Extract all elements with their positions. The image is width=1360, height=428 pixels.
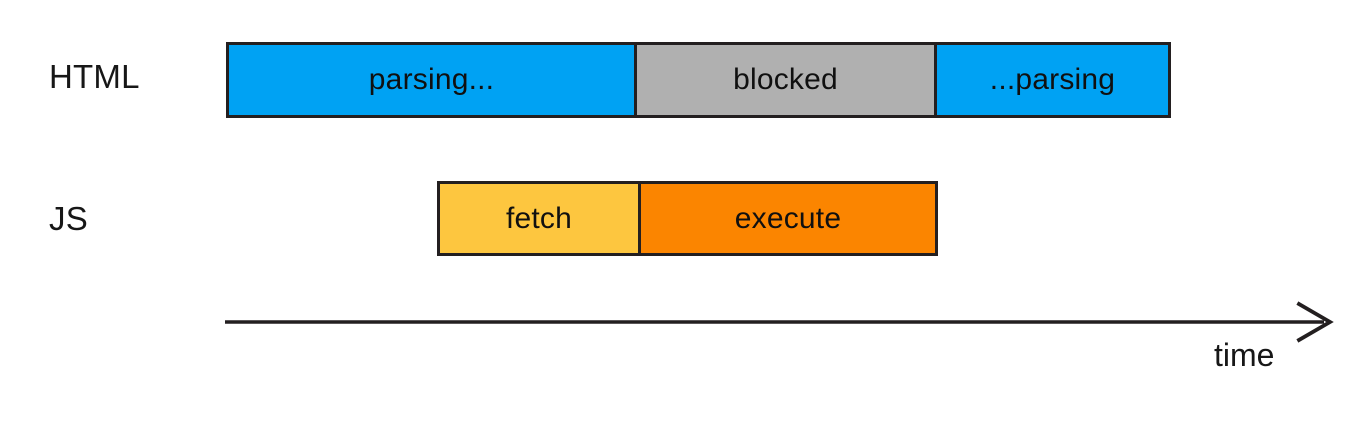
segment-html-blocked: blocked	[634, 42, 937, 118]
timeline-track-html: parsing... blocked ...parsing	[226, 42, 1171, 118]
segment-js-fetch: fetch	[437, 181, 641, 256]
segment-js-execute: execute	[638, 181, 938, 256]
axis-label-time: time	[1214, 337, 1275, 373]
row-label-js: JS	[49, 200, 88, 237]
time-axis-arrow	[224, 300, 1334, 346]
segment-html-parsing: parsing...	[226, 42, 637, 118]
arrow-right-icon	[225, 301, 1334, 343]
row-label-html: HTML	[49, 58, 140, 95]
timeline-track-js: fetch execute	[437, 181, 938, 256]
segment-html-parsing-resumed: ...parsing	[934, 42, 1171, 118]
